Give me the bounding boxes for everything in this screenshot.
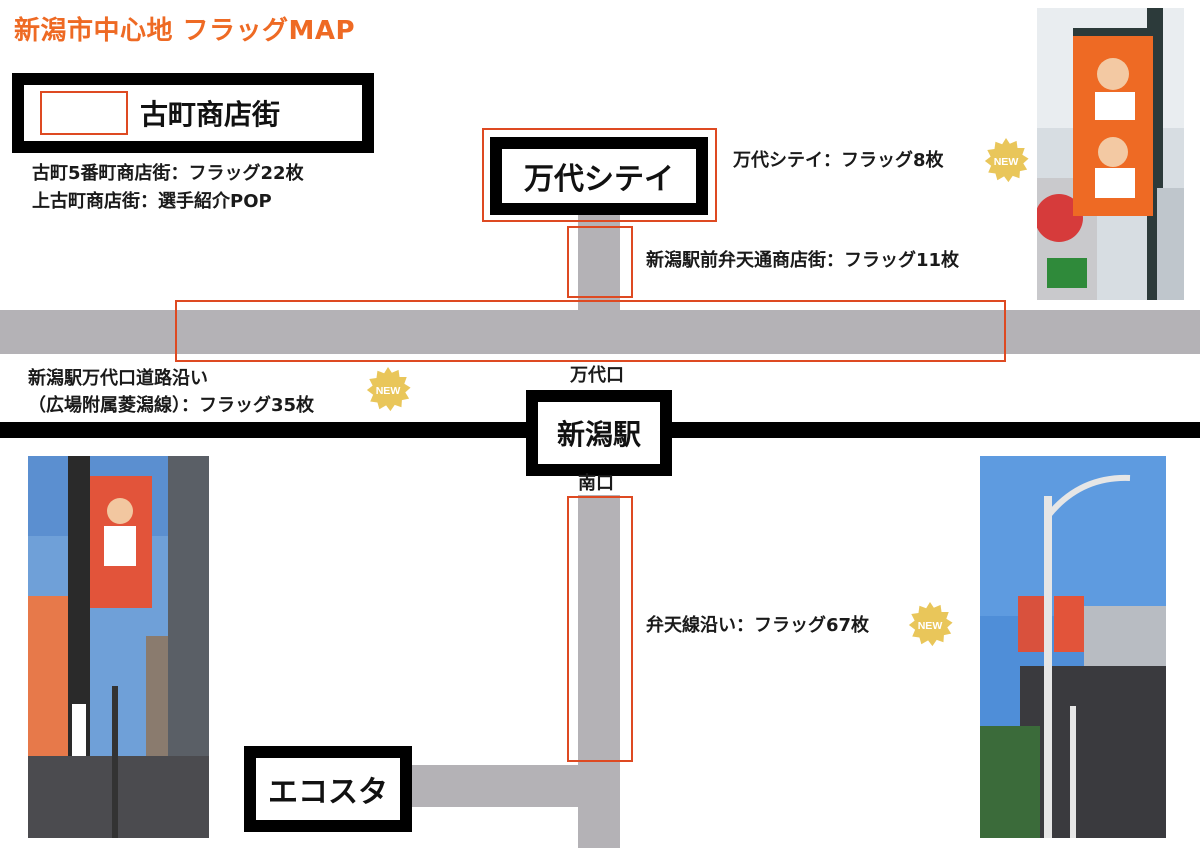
badge-text: NEW (918, 620, 943, 632)
photo-street-left-illustration (28, 456, 209, 838)
info-benten-line: 弁天線沿い：フラッグ67枚 (646, 615, 870, 636)
badge-text: NEW (994, 156, 1019, 168)
landmark-furumachi: 古町商店街 (12, 73, 374, 153)
flag-area-benten-line (567, 496, 633, 762)
info-station-benten: 新潟駅前弁天通商店街：フラッグ11枚 (646, 250, 960, 271)
photo-bandai-city-illustration (1037, 8, 1184, 300)
info-kamifurumachi: 上古町商店街：選手紹介POP (32, 191, 272, 212)
flag-area-benten-street (567, 226, 633, 298)
photo-street-flag-left (28, 456, 209, 838)
label-south-exit: 南口 (578, 473, 614, 494)
info-bandai-city: 万代シテイ：フラッグ8枚 (733, 150, 944, 171)
road-horizontal-main (0, 310, 1200, 354)
info-furumachi-5: 古町5番町商店街：フラッグ22枚 (32, 163, 304, 184)
photo-street-flag-right (980, 456, 1166, 838)
new-badge-bandai-city: NEW (982, 137, 1030, 185)
landmark-ecosta: エコスタ (244, 746, 412, 832)
photo-street-right-illustration (980, 456, 1166, 838)
map-title: 新潟市中心地 フラッグMAP (14, 16, 356, 46)
landmark-furumachi-label: 古町商店街 (140, 98, 281, 131)
starburst-badge-icon: NEW (366, 366, 411, 412)
landmark-niigata-station: 新潟駅 (526, 390, 672, 476)
road-vertical-north (578, 212, 620, 310)
new-badge-benten-line: NEW (906, 601, 954, 649)
photo-bandai-city-flag (1037, 8, 1184, 300)
new-badge-bandai-road: NEW (364, 366, 412, 414)
flag-area-bandai-city (482, 128, 717, 222)
label-bandai-exit: 万代口 (570, 365, 624, 386)
info-bandai-road-line1: 新潟駅万代口道路沿い (28, 368, 208, 389)
badge-text: NEW (376, 385, 401, 397)
road-ecosta-spur (410, 765, 620, 807)
starburst-badge-icon: NEW (908, 601, 953, 647)
starburst-badge-icon: NEW (984, 137, 1029, 183)
flag-area-bandai-road (175, 300, 1006, 362)
info-bandai-road-line2: （広場附属菱潟線）：フラッグ35枚 (28, 395, 315, 416)
landmark-bandai-city: 万代シテイ (490, 137, 708, 215)
furumachi-blank-box (40, 91, 128, 135)
